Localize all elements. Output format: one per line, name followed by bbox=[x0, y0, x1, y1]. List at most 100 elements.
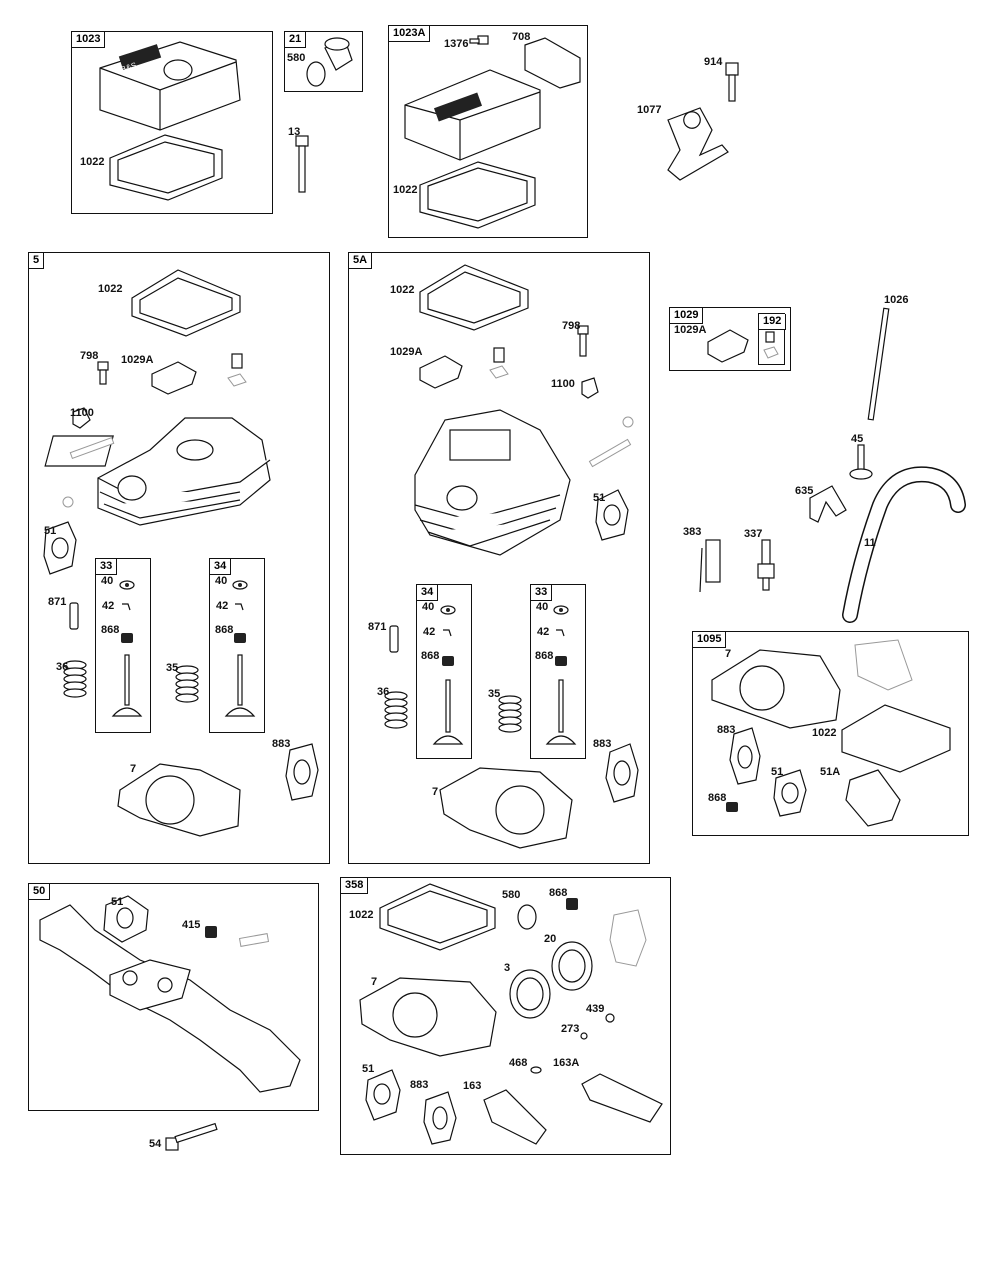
callout-label: 35 bbox=[488, 688, 501, 700]
callout-label: 871 bbox=[368, 621, 387, 633]
valve-cover-1023: B&S bbox=[99, 41, 241, 131]
kit-tag: 33 bbox=[96, 559, 118, 575]
callout-label: 42 bbox=[216, 600, 229, 612]
callout-label: 13 bbox=[288, 126, 301, 138]
rocker-nut bbox=[489, 365, 509, 379]
callout-label: 7 bbox=[725, 648, 732, 660]
callout-label: 868 bbox=[708, 792, 727, 804]
callout-label: 439 bbox=[586, 1003, 605, 1015]
ring-468 bbox=[530, 1066, 542, 1074]
callout-label: 51 bbox=[362, 1063, 375, 1075]
cylinder-head-5 bbox=[44, 417, 271, 526]
kit-tag: 5 bbox=[29, 253, 45, 269]
valve-kit-34-right bbox=[432, 605, 464, 745]
callout-label: 36 bbox=[56, 661, 69, 673]
valve-spring-36-a bbox=[63, 660, 87, 698]
valve-kit-33-left bbox=[111, 580, 143, 717]
push-rod-guide-1100-a bbox=[72, 407, 91, 429]
valve-guide bbox=[588, 438, 632, 468]
kit-tag: 34 bbox=[210, 559, 232, 575]
gasket-1022-e bbox=[841, 704, 951, 773]
kit-tag: 358 bbox=[341, 878, 369, 894]
rocker-arm-1029a-a bbox=[151, 361, 197, 395]
callout-label: 868 bbox=[549, 887, 568, 899]
kit-box-1023: 1023 bbox=[71, 31, 273, 214]
fitting-415 bbox=[205, 926, 217, 938]
kit-box-1029: 1029 bbox=[669, 307, 791, 371]
valve-kit-34-left bbox=[224, 580, 256, 717]
callout-label: 580 bbox=[287, 52, 306, 64]
callout-label: 36 bbox=[377, 686, 390, 698]
callout-label: 415 bbox=[182, 919, 201, 931]
valve-spring-35-b bbox=[498, 695, 522, 733]
dowel-871-a bbox=[69, 602, 79, 630]
kit-tag: 50 bbox=[29, 884, 51, 900]
rocker-arm-1029a-c bbox=[707, 329, 749, 363]
breather-elbow-635 bbox=[809, 485, 847, 523]
callout-label: 1029A bbox=[390, 346, 423, 358]
bolt-914 bbox=[725, 62, 739, 102]
callout-label: 51 bbox=[111, 896, 124, 908]
callout-label: 883 bbox=[272, 738, 291, 750]
kit-box-1023a: 1023A bbox=[388, 25, 588, 238]
callout-label: 1029A bbox=[674, 324, 707, 336]
stud-192 bbox=[765, 331, 775, 343]
kit-box-34-right: 34 bbox=[416, 584, 472, 759]
callout-label: 7 bbox=[371, 976, 378, 988]
callout-label: 40 bbox=[101, 575, 114, 587]
bolt-54 bbox=[165, 1122, 218, 1151]
kit-tag: 192 bbox=[759, 314, 787, 330]
callout-label: 51 bbox=[771, 766, 784, 778]
kit-box-192: 192 bbox=[758, 313, 787, 365]
callout-label: 40 bbox=[215, 575, 228, 587]
kit-box-50: 50 bbox=[28, 883, 319, 1111]
callout-label: 914 bbox=[704, 56, 723, 68]
callout-label: 468 bbox=[509, 1057, 528, 1069]
valve-spring-36-b bbox=[384, 691, 408, 729]
push-rod-guide-1100-b bbox=[581, 377, 599, 399]
rocker-stud bbox=[493, 347, 505, 363]
seal-868-e bbox=[726, 802, 738, 812]
callout-label: 40 bbox=[422, 601, 435, 613]
ignition-383 bbox=[699, 539, 721, 593]
spark-plug-337 bbox=[757, 539, 775, 591]
callout-label: 1022 bbox=[812, 727, 837, 739]
bolt-798-a bbox=[97, 361, 109, 385]
rocker-nut bbox=[227, 373, 247, 387]
o-ring-439 bbox=[605, 1013, 615, 1023]
callout-label: 798 bbox=[562, 320, 581, 332]
gasket-708 bbox=[524, 37, 581, 89]
kit-tag: 21 bbox=[285, 32, 307, 48]
callout-label: 868 bbox=[101, 624, 120, 636]
kit-box-33-left: 33 bbox=[95, 558, 151, 733]
kit-tag: 1023 bbox=[72, 32, 106, 48]
kit-box-33-right: 33 bbox=[530, 584, 586, 759]
kit-tag: 34 bbox=[417, 585, 439, 601]
bracket-1077 bbox=[667, 107, 729, 181]
seal bbox=[62, 496, 74, 508]
callout-label: 708 bbox=[512, 31, 531, 43]
o-ring-580 bbox=[306, 61, 326, 87]
kit-tag: 1023A bbox=[389, 26, 431, 42]
kit-box-1095: 1095 bbox=[692, 631, 969, 836]
cylinder-head-5a bbox=[414, 409, 571, 556]
ring-273 bbox=[580, 1032, 588, 1040]
rocker-arm-1029a-b bbox=[419, 355, 463, 389]
callout-label: 868 bbox=[535, 650, 554, 662]
kit-box-358: 358 bbox=[340, 877, 671, 1155]
callout-label: 20 bbox=[544, 933, 557, 945]
callout-label: 42 bbox=[102, 600, 115, 612]
callout-label: 883 bbox=[593, 738, 612, 750]
callout-label: 871 bbox=[48, 596, 67, 608]
callout-label: 1100 bbox=[551, 378, 575, 390]
callout-label: 273 bbox=[561, 1023, 580, 1035]
kit-tag: 5A bbox=[349, 253, 373, 269]
callout-label: 868 bbox=[421, 650, 440, 662]
gasket bbox=[609, 909, 647, 967]
callout-label: 1376 bbox=[444, 38, 469, 50]
valve-guide bbox=[69, 437, 115, 459]
valve-spring-35-a bbox=[175, 665, 199, 703]
kit-box-34-left: 34 bbox=[209, 558, 265, 733]
callout-label: 11 bbox=[864, 537, 876, 549]
callout-label: 883 bbox=[410, 1079, 429, 1091]
